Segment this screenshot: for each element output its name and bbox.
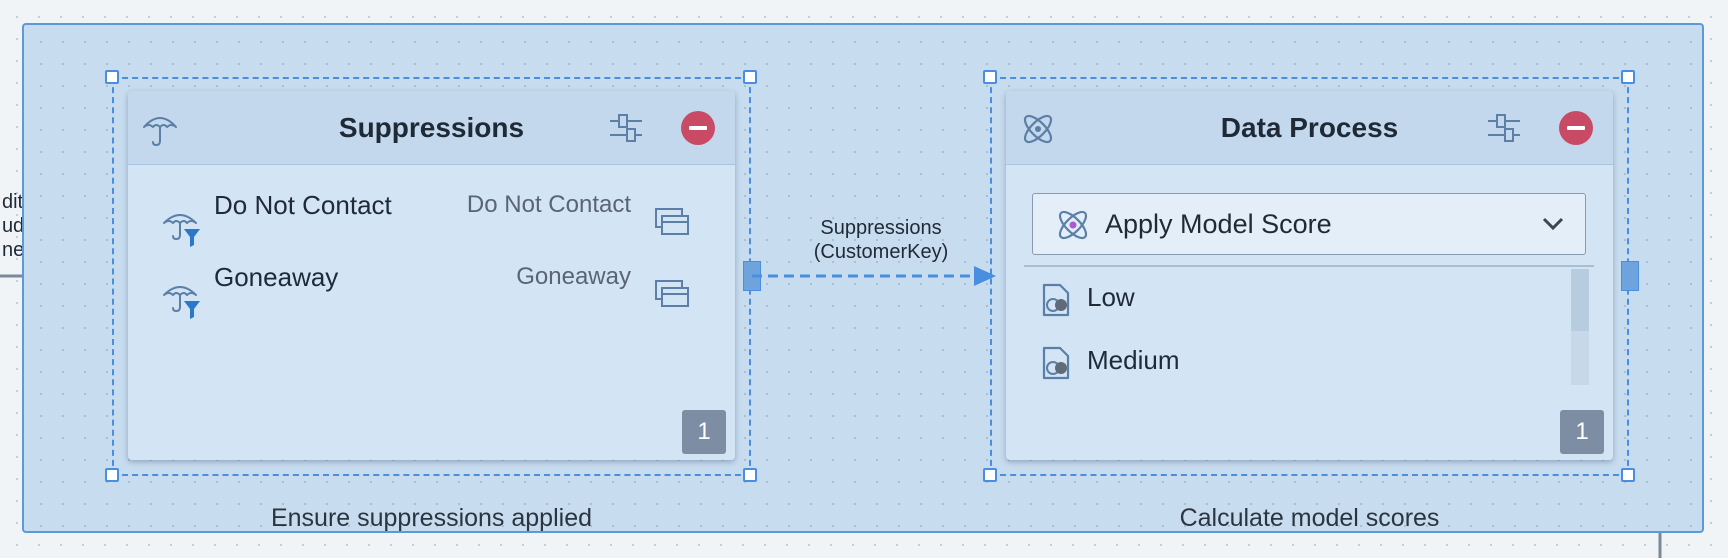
- view-details-icon[interactable]: [654, 207, 690, 237]
- suppression-row-label: Do Not Contact: [214, 190, 392, 220]
- score-segment-icon: [1042, 283, 1070, 317]
- group-caption: Calculate model scores: [1179, 504, 1440, 532]
- process-type-dropdown[interactable]: Apply Model Score: [1032, 193, 1586, 255]
- umbrella-filter-icon: [163, 214, 200, 247]
- settings-sliders-icon[interactable]: [608, 111, 644, 145]
- view-details-icon[interactable]: [654, 279, 690, 309]
- chevron-down-icon[interactable]: [1541, 214, 1565, 234]
- suppression-row-value: Do Not Contact: [466, 191, 631, 218]
- resize-handle[interactable]: [983, 468, 997, 482]
- output-port[interactable]: [1621, 261, 1639, 291]
- resize-handle[interactable]: [743, 70, 757, 84]
- resize-handle[interactable]: [1621, 468, 1635, 482]
- suppression-row-label: Goneaway: [214, 262, 339, 292]
- connector-label: Suppressions (CustomerKey): [813, 217, 949, 263]
- count-badge: 1: [682, 410, 726, 454]
- resize-handle[interactable]: [1621, 70, 1635, 84]
- divider: [1024, 265, 1594, 267]
- count-badge: 1: [1560, 410, 1604, 454]
- remove-button[interactable]: [681, 111, 715, 145]
- resize-handle[interactable]: [983, 70, 997, 84]
- list-item-label: Medium: [1087, 345, 1180, 375]
- data-process-card[interactable]: Data Process Apply Model Score Low Mediu…: [1006, 91, 1613, 460]
- card-title: Data Process: [1220, 112, 1399, 143]
- dropdown-selected-value: Apply Model Score: [1105, 209, 1332, 239]
- suppressions-card[interactable]: Suppressions Do Not Contact Do Not Conta…: [128, 91, 735, 460]
- score-segment-icon: [1042, 346, 1070, 380]
- remove-button[interactable]: [1559, 111, 1593, 145]
- card-header: Data Process: [1006, 91, 1613, 165]
- settings-sliders-icon[interactable]: [1486, 111, 1522, 145]
- atom-icon: [1023, 114, 1053, 144]
- scrollbar-thumb[interactable]: [1571, 269, 1589, 331]
- umbrella-filter-icon: [163, 286, 200, 319]
- suppression-row-value: Goneaway: [516, 263, 631, 290]
- resize-handle[interactable]: [105, 468, 119, 482]
- atom-icon: [1058, 210, 1088, 240]
- card-header: Suppressions: [128, 91, 735, 165]
- umbrella-icon: [143, 117, 177, 147]
- group-caption: Ensure suppressions applied: [270, 504, 593, 532]
- list-item-label: Low: [1087, 282, 1135, 312]
- resize-handle[interactable]: [743, 468, 757, 482]
- card-title: Suppressions: [338, 112, 525, 143]
- resize-handle[interactable]: [105, 70, 119, 84]
- suppressions-connector[interactable]: [752, 262, 1002, 292]
